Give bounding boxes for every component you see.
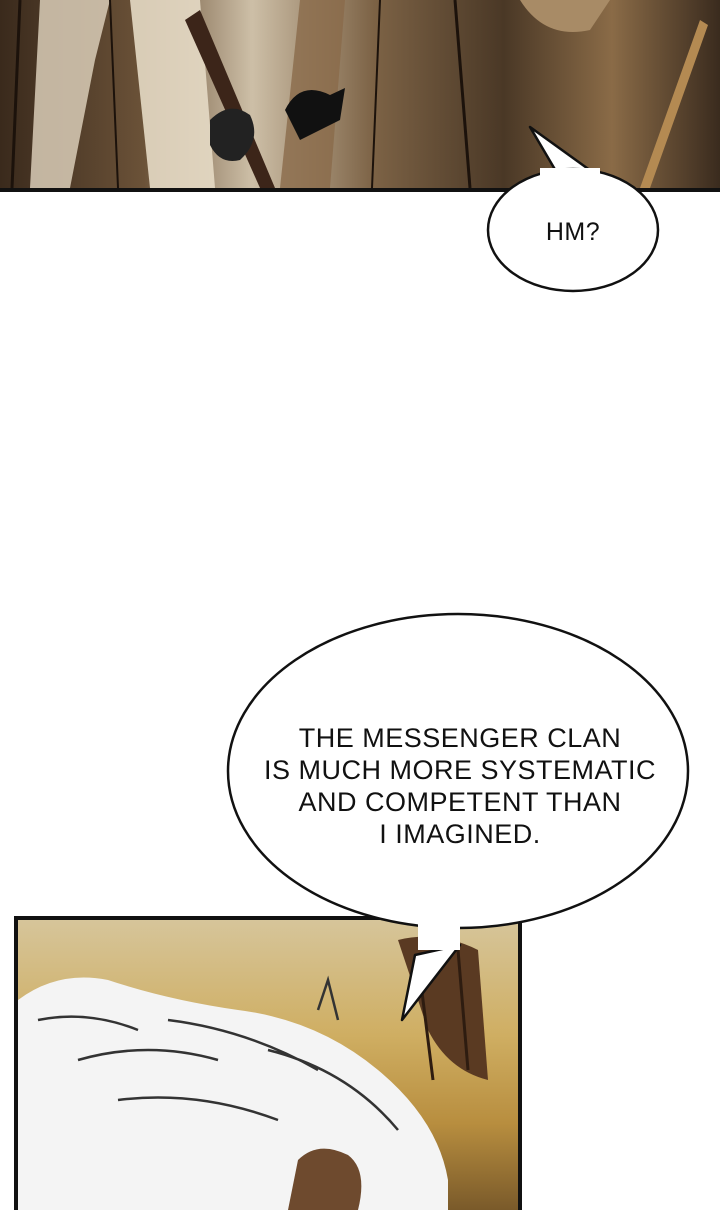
robed-figures-illustration [10,0,708,188]
messenger-clan-speech-text: THE MESSENGER CLAN IS MUCH MORE SYSTEMAT… [263,723,657,849]
white-haired-character-illustration [18,936,488,1210]
hm-speech-text: HM? [545,218,601,246]
clan-bubble-tail [400,943,462,1022]
top-comic-panel [0,0,720,192]
